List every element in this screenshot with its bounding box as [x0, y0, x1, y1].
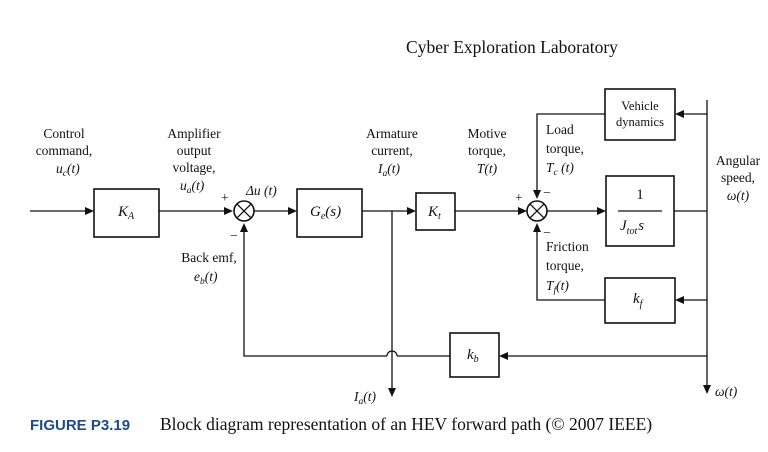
label-amplifier-output: Amplifier output voltage, ua(t) [167, 126, 221, 196]
load-torque-line [536, 113, 605, 191]
block-kf: kf [604, 277, 676, 324]
label-back-emf: Back emf, eb(t) [181, 250, 236, 287]
svg-text:torque,: torque, [546, 258, 584, 273]
svg-text:voltage,: voltage, [172, 160, 215, 175]
arrowhead [533, 223, 541, 232]
label-motive-torque: Motive torque, T(t) [468, 126, 507, 176]
arrowhead [407, 207, 416, 215]
svg-text:ω(t): ω(t) [727, 188, 750, 203]
arrowhead [388, 388, 396, 397]
friction-torque-line [536, 231, 605, 301]
caption-text: Block diagram representation of an HEV f… [160, 414, 652, 434]
svg-text:1: 1 [636, 187, 644, 203]
sum2-minus-bottom-sign: − [543, 225, 551, 240]
svg-text:dynamics: dynamics [616, 115, 664, 129]
svg-text:T(t): T(t) [477, 161, 498, 176]
block-vehicle-dynamics: Vehicle dynamics [604, 88, 676, 141]
svg-text:Back emf,: Back emf, [181, 250, 236, 265]
svg-text:kf: kf [633, 291, 644, 310]
sum1-plus-sign: + [221, 190, 229, 205]
svg-text:ua(t): ua(t) [180, 178, 205, 196]
arrowhead [499, 352, 508, 360]
back-emf-line [243, 231, 387, 357]
caption-label: FIGURE P3.19 [30, 417, 130, 434]
svg-text:Ge(s): Ge(s) [310, 204, 341, 222]
block-plant: 1 Jtots [605, 175, 675, 247]
svg-text:torque,: torque, [468, 143, 506, 158]
svg-text:speed,: speed, [721, 170, 755, 185]
block-ge: Ge(s) [296, 188, 363, 238]
svg-text:kb: kb [467, 347, 479, 365]
svg-text:output: output [177, 143, 212, 158]
page-header: Cyber Exploration Laboratory [406, 37, 618, 57]
svg-text:Armature: Armature [366, 126, 418, 141]
svg-text:Motive: Motive [468, 126, 507, 141]
svg-text:Tf(t): Tf(t) [546, 278, 569, 296]
svg-text:Angular: Angular [716, 153, 761, 168]
svg-text:Control: Control [43, 126, 85, 141]
label-load-torque: Load torque, Tc (t) [546, 122, 584, 178]
arrowhead [85, 207, 94, 215]
svg-text:Vehicle: Vehicle [621, 99, 659, 113]
arrowhead [703, 385, 711, 394]
arrowhead [224, 207, 233, 215]
label-output-omega: ω(t) [715, 384, 738, 399]
arrowhead [675, 296, 684, 304]
svg-text:KA: KA [117, 204, 135, 222]
arrowhead [675, 110, 684, 118]
label-armature-current: Armature current, Ia(t) [366, 126, 418, 179]
block-kb: kb [449, 332, 500, 378]
svg-text:current,: current, [371, 143, 413, 158]
svg-text:Jtots: Jtots [620, 218, 644, 237]
svg-text:Kt: Kt [427, 204, 441, 222]
arrowhead [240, 223, 248, 232]
svg-text:Load: Load [546, 122, 574, 137]
arrowhead [533, 190, 541, 199]
label-output-current: Ia(t) [353, 389, 376, 407]
label-control-command: Control command, uc(t) [36, 126, 93, 179]
arrowhead [518, 207, 527, 215]
svg-text:uc(t): uc(t) [56, 161, 80, 179]
svg-text:Amplifier: Amplifier [167, 126, 221, 141]
svg-text:command,: command, [36, 143, 93, 158]
summing-junction-2 [526, 200, 548, 222]
label-delta-u: Δu (t) [245, 183, 277, 198]
block-ka: KA [93, 188, 160, 238]
label-angular-speed: Angular speed, ω(t) [716, 153, 761, 203]
svg-text:Friction: Friction [546, 239, 589, 254]
block-kt: Kt [415, 192, 456, 231]
arrowhead [597, 207, 606, 215]
label-friction-torque: Friction torque, Tf(t) [546, 239, 589, 296]
summing-junction-1 [233, 200, 255, 222]
arrowhead [288, 207, 297, 215]
figure-caption: FIGURE P3.19 Block diagram representatio… [30, 414, 652, 434]
svg-text:Tc (t): Tc (t) [546, 160, 574, 178]
svg-text:eb(t): eb(t) [194, 269, 218, 287]
sum2-plus-sign: + [515, 190, 523, 205]
sum2-minus-top-sign: − [543, 185, 551, 200]
sum1-minus-sign: − [230, 228, 238, 243]
svg-text:Ia(t): Ia(t) [377, 161, 400, 179]
svg-text:torque,: torque, [546, 141, 584, 156]
